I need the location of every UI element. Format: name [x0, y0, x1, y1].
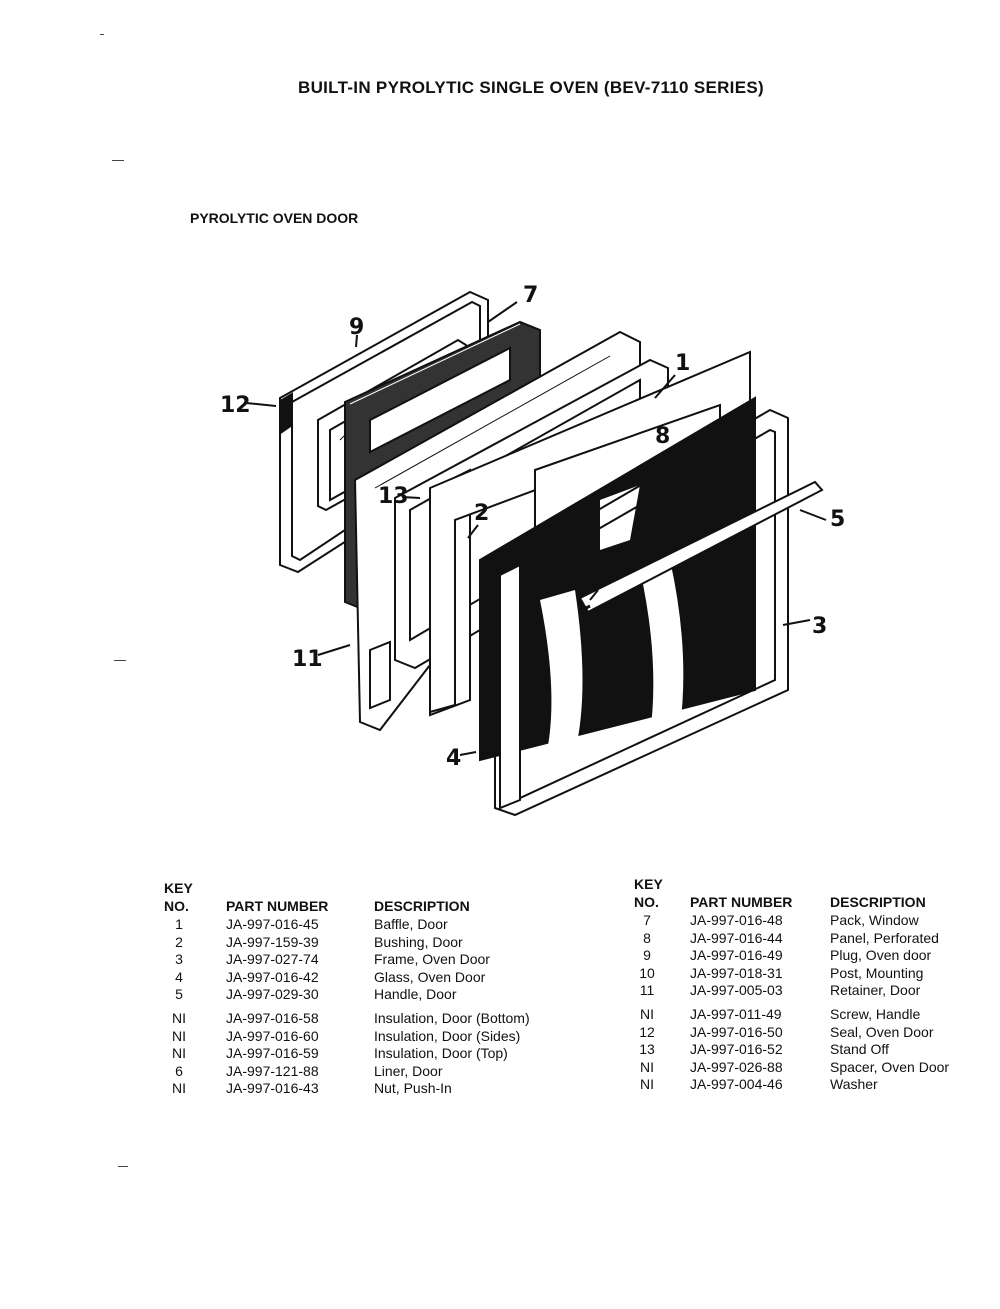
part-description: Insulation, Door (Top): [374, 1045, 508, 1062]
part-number: JA-997-159-39: [226, 933, 319, 950]
callout-7: 7: [523, 283, 538, 308]
key-number: 2: [175, 933, 183, 950]
part-number: JA-997-016-45: [226, 916, 319, 932]
part-number: JA-997-016-42: [226, 968, 319, 985]
callout-10: 10: [580, 567, 611, 592]
part-number-header: PART NUMBER: [226, 898, 329, 914]
callout-2: 2: [474, 501, 489, 526]
part-number: JA-997-029-30: [226, 986, 319, 1003]
callout-3: 3: [812, 614, 827, 639]
callout-8: 8: [655, 424, 670, 449]
part-number: JA-997-016-44: [690, 929, 783, 946]
key-number: 13: [639, 1041, 655, 1058]
part-number: JA-997-016-52: [690, 1041, 783, 1058]
page-title: BUILT-IN PYROLYTIC SINGLE OVEN (BEV-7110…: [298, 78, 764, 97]
key-number: NI: [172, 1010, 186, 1026]
part-number: JA-997-016-49: [690, 947, 783, 964]
part-number: JA-997-121-88: [226, 1062, 319, 1079]
part-description: Insulation, Door (Bottom): [374, 1010, 530, 1026]
part-description: Handle, Door: [374, 986, 457, 1003]
exploded-door-diagram: 7 9 12 1 8 13 2 5 10 3 11 4: [220, 283, 845, 817]
part-number: JA-997-016-43: [226, 1080, 319, 1097]
key-number: 9: [643, 947, 651, 964]
part-description: Glass, Oven Door: [374, 968, 486, 985]
part-description: Plug, Oven door: [830, 947, 932, 964]
key-number: 11: [639, 982, 655, 999]
callout-13: 13: [378, 484, 409, 509]
callout-4: 4: [446, 746, 461, 771]
key-number: NI: [640, 1058, 654, 1075]
key-number: 1: [175, 916, 183, 932]
part-number: JA-997-016-59: [226, 1045, 319, 1062]
key-number: NI: [172, 1045, 186, 1062]
part-number: JA-997-018-31: [690, 964, 783, 981]
part-description: Nut, Push-In: [374, 1080, 452, 1097]
part-description: Insulation, Door (Sides): [374, 1027, 521, 1044]
part-description: Liner, Door: [374, 1062, 443, 1079]
key-header: KEY: [634, 876, 663, 892]
callout-1: 1: [675, 351, 690, 376]
part-number: JA-997-026-88: [690, 1058, 783, 1075]
part-number: JA-997-016-50: [690, 1023, 783, 1040]
part-number: JA-997-016-60: [226, 1027, 319, 1044]
part-description: Stand Off: [830, 1041, 889, 1058]
callout-12: 12: [220, 393, 251, 418]
part-number: JA-997-027-74: [226, 951, 319, 968]
key-number: 12: [639, 1023, 655, 1040]
part-description: Bushing, Door: [374, 933, 463, 950]
part-description: Frame, Oven Door: [374, 951, 490, 968]
description-header: DESCRIPTION: [374, 898, 470, 914]
part-description: Screw, Handle: [830, 1006, 921, 1022]
key-number: 10: [639, 964, 655, 981]
part-number-header: PART NUMBER: [690, 894, 793, 910]
no-header: NO.: [164, 898, 189, 914]
handle-part: [578, 480, 824, 614]
scan-mark: [118, 1166, 128, 1167]
part-description: Seal, Oven Door: [830, 1023, 934, 1040]
callout-9: 9: [349, 315, 364, 340]
no-header: NO.: [634, 894, 659, 910]
part-description: Baffle, Door: [374, 916, 448, 932]
part-description: Panel, Perforated: [830, 929, 939, 946]
key-number: NI: [640, 1006, 654, 1022]
part-number: JA-997-016-48: [690, 912, 783, 928]
key-number: 7: [643, 912, 651, 928]
key-number: 8: [643, 929, 651, 946]
part-number: JA-997-004-46: [690, 1076, 783, 1093]
key-header: KEY: [164, 880, 193, 896]
description-header: DESCRIPTION: [830, 894, 926, 910]
part-description: Retainer, Door: [830, 982, 921, 999]
callout-5: 5: [830, 507, 845, 532]
part-description: Spacer, Oven Door: [830, 1058, 950, 1075]
part-number: JA-997-011-49: [690, 1006, 782, 1022]
part-number: JA-997-016-58: [226, 1010, 319, 1026]
part-description: Post, Mounting: [830, 964, 924, 981]
key-number: 6: [175, 1062, 183, 1079]
frame-part: [494, 408, 789, 817]
section-title: PYROLYTIC OVEN DOOR: [190, 210, 359, 226]
part-description: Washer: [830, 1076, 878, 1093]
part-number: JA-997-005-03: [690, 982, 783, 999]
callout-11: 11: [292, 647, 323, 672]
scan-mark: [112, 160, 124, 161]
part-description: Pack, Window: [830, 912, 919, 928]
key-number: 3: [175, 951, 183, 968]
key-number: NI: [640, 1076, 654, 1093]
key-number: NI: [172, 1027, 186, 1044]
key-number: 4: [175, 968, 183, 985]
key-number: NI: [172, 1080, 186, 1097]
baffle-part: [429, 350, 751, 714]
scan-mark: [100, 34, 104, 35]
key-number: 5: [175, 986, 183, 1003]
scan-mark: [114, 660, 126, 661]
